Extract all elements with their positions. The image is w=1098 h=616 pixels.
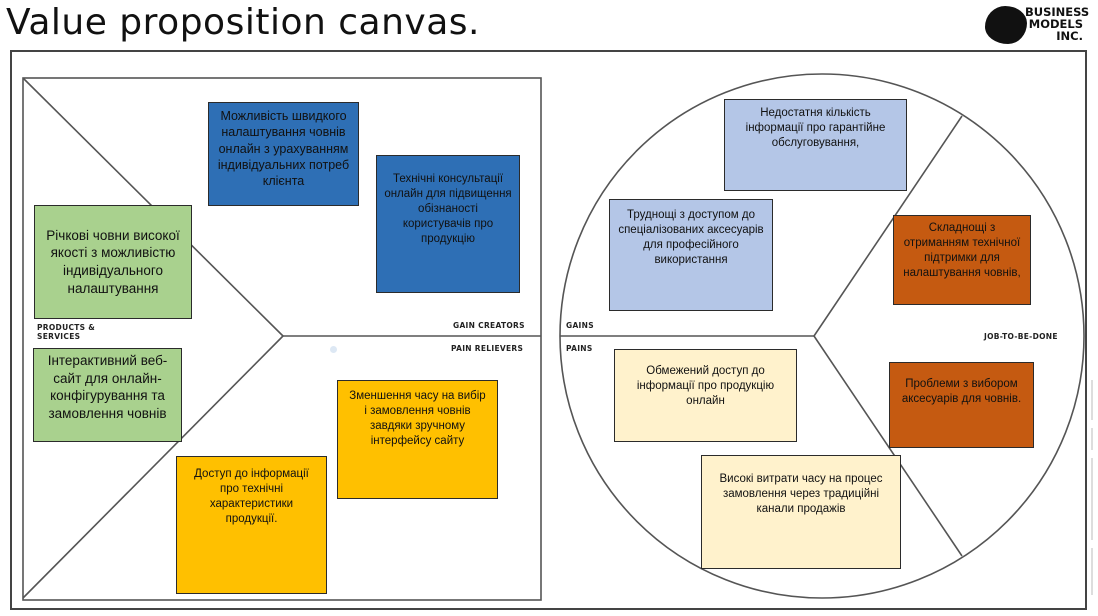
label-products-services: PRODUCTS & SERVICES <box>37 323 96 341</box>
product-note: Інтерактивний веб-сайт для онлайн-конфіг… <box>33 348 182 442</box>
credit-strip <box>1091 380 1093 595</box>
page-title: Value proposition canvas. <box>6 2 480 43</box>
job-note-text: Складнощі з отриманням технічної підтрим… <box>903 222 1021 279</box>
canvas-frame <box>10 50 1087 610</box>
value-map-diagonal-bottom <box>22 335 284 599</box>
pain-note: Обмежений доступ до інформації про проду… <box>614 349 797 442</box>
label-gains: GAINS <box>566 321 594 330</box>
gain-creator-note: Технічні консультації онлайн для підвище… <box>376 155 520 293</box>
label-gain-creators: GAIN CREATORS <box>453 321 525 330</box>
label-pains: PAINS <box>566 344 593 353</box>
label-pain-relievers: PAIN RELIEVERS <box>451 344 524 353</box>
gain-creator-note: Можливість швидкого налаштування човнів … <box>208 102 359 206</box>
job-note: Складнощі з отриманням технічної підтрим… <box>893 215 1031 305</box>
pain-reliever-note-text: Зменшення часу на вибір і замовлення чов… <box>349 390 486 447</box>
customer-profile-diagonal-top <box>813 115 963 337</box>
gain-creator-note-text: Можливість швидкого налаштування човнів … <box>217 109 350 188</box>
business-models-logo: BUSINESS MODELS INC. <box>985 4 1095 46</box>
gain-note: Недостатня кількість інформації про гара… <box>724 99 907 191</box>
gain-creator-note-text: Технічні консультації онлайн для підвище… <box>384 173 512 245</box>
logo-line-3: INC. <box>1056 29 1083 43</box>
product-note-text: Інтерактивний веб-сайт для онлайн-конфіг… <box>47 353 168 421</box>
job-note: Проблеми з вибором аксесуарів для човнів… <box>889 362 1034 448</box>
pain-reliever-note-text: Доступ до інформації про технічні характ… <box>194 468 309 525</box>
customer-profile-diagonal-bottom <box>813 335 963 557</box>
pain-note: Високі витрати часу на процес замовлення… <box>701 455 901 569</box>
logo-line-1: BUSINESS <box>1025 5 1090 19</box>
job-note-text: Проблеми з вибором аксесуарів для човнів… <box>901 378 1022 405</box>
gain-note-text: Труднощі з доступом до спеціалізованих а… <box>618 209 764 266</box>
pain-note-text: Обмежений доступ до інформації про проду… <box>636 365 775 407</box>
label-job-to-be-done: JOB-TO-BE-DONE <box>984 332 1058 341</box>
pain-reliever-note: Зменшення часу на вибір і замовлення чов… <box>337 380 498 499</box>
logo-text: BUSINESS MODELS INC. <box>1025 5 1090 43</box>
product-note: Річкові човни високої якості з можливіст… <box>34 205 192 319</box>
logo-blob-icon <box>985 6 1027 44</box>
pain-note-text: Високі витрати часу на процес замовлення… <box>719 473 883 515</box>
value-map-square <box>22 77 542 601</box>
gain-note-text: Недостатня кількість інформації про гара… <box>745 107 886 149</box>
decorative-dot <box>330 346 337 353</box>
gain-note: Труднощі з доступом до спеціалізованих а… <box>609 199 773 311</box>
product-note-text: Річкові човни високої якості з можливіст… <box>46 227 180 296</box>
pain-reliever-note: Доступ до інформації про технічні характ… <box>176 456 327 594</box>
logo-line-2: MODELS <box>1028 17 1083 31</box>
